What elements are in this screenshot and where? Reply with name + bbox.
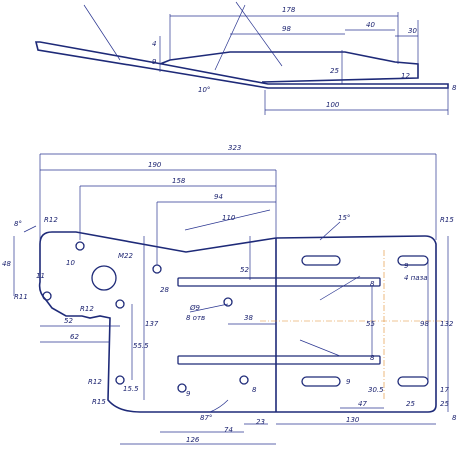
dim-side-25: 25 bbox=[330, 67, 339, 75]
dim-plan-15deg: 15° bbox=[338, 214, 350, 222]
dim-plan-r11: R11 bbox=[14, 293, 28, 301]
dim-side-8: 8 bbox=[452, 84, 457, 92]
dim-plan-25-right: 25 bbox=[440, 400, 449, 408]
dim-side-10deg: 10° bbox=[198, 86, 210, 94]
dim-side-40: 40 bbox=[366, 21, 375, 29]
dim-plan-55-5: 55.5 bbox=[133, 342, 149, 350]
dim-side-12: 12 bbox=[401, 72, 410, 80]
dim-plan-9-right: 9 bbox=[404, 262, 409, 270]
dim-plan-87deg: 87° bbox=[200, 414, 212, 422]
hole-m22 bbox=[91, 265, 117, 291]
side-view: 178 98 40 30 4 9 25 12 8 10° 100 bbox=[34, 1, 457, 115]
dim-plan-132: 132 bbox=[440, 320, 454, 328]
hole-6 bbox=[115, 375, 125, 385]
side-view-outline bbox=[34, 41, 449, 89]
plan-view: 323 190 158 94 110 15° 8° 48 R12 R11 10 … bbox=[2, 144, 457, 445]
dim-plan-23: 23 bbox=[256, 418, 265, 426]
dim-plan-190: 190 bbox=[148, 161, 162, 169]
dim-plan-9-mid: 9 bbox=[186, 390, 191, 398]
dim-plan-m22: M22 bbox=[118, 252, 133, 260]
long-slot-upper bbox=[177, 277, 381, 287]
dim-plan-8deg: 8° bbox=[14, 220, 22, 228]
hole-8 bbox=[239, 375, 249, 385]
dim-plan-126: 126 bbox=[186, 436, 200, 444]
dim-plan-74: 74 bbox=[224, 426, 233, 434]
dim-plan-98: 98 bbox=[420, 320, 429, 328]
small-slot-4 bbox=[397, 376, 429, 387]
dim-plan-62: 62 bbox=[70, 333, 79, 341]
dim-plan-25-mid: 25 bbox=[406, 400, 415, 408]
hole-4 bbox=[115, 299, 125, 309]
small-slot-2 bbox=[397, 255, 429, 266]
plan-view-outline bbox=[38, 231, 437, 413]
dim-plan-8-bottom: 8 bbox=[452, 414, 457, 422]
dim-plan-17: 17 bbox=[440, 386, 449, 394]
hole-3 bbox=[42, 291, 52, 301]
dim-side-30: 30 bbox=[408, 27, 417, 35]
dim-plan-9-right-low: 9 bbox=[346, 378, 351, 386]
dim-plan-11: 11 bbox=[36, 272, 45, 280]
dim-plan-137: 137 bbox=[145, 320, 159, 328]
hole-7 bbox=[177, 383, 187, 393]
dim-plan-8-right-low: 8 bbox=[370, 354, 375, 362]
dim-plan-30-5: 30.5 bbox=[368, 386, 384, 394]
dim-plan-52-mid: 52 bbox=[240, 266, 249, 274]
dim-plan-r15-right: R15 bbox=[440, 216, 454, 224]
long-slot-lower bbox=[177, 355, 381, 365]
dim-side-98: 98 bbox=[282, 25, 291, 33]
dim-plan-52-left: 52 bbox=[64, 317, 73, 325]
dim-plan-d9: Ø9 bbox=[189, 304, 201, 312]
dim-plan-28: 28 bbox=[160, 286, 169, 294]
dim-plan-110: 110 bbox=[222, 214, 236, 222]
dim-plan-38: 38 bbox=[244, 314, 253, 322]
hole-5 bbox=[223, 297, 233, 307]
dim-plan-4-slots: 4 пазa bbox=[404, 274, 428, 282]
dim-plan-8-right-top: 8 bbox=[370, 280, 375, 288]
small-slot-1 bbox=[301, 255, 341, 266]
dim-side-9: 9 bbox=[152, 58, 157, 66]
side-view-upper-profile bbox=[159, 51, 419, 83]
dim-plan-323: 323 bbox=[228, 144, 241, 152]
dim-plan-r12-low: R12 bbox=[88, 378, 102, 386]
dim-plan-r12-mid: R12 bbox=[80, 305, 94, 313]
dim-plan-10: 10 bbox=[66, 259, 75, 267]
dim-side-178: 178 bbox=[282, 6, 296, 14]
small-slot-3 bbox=[301, 376, 341, 387]
dim-plan-r12-top: R12 bbox=[44, 216, 58, 224]
dim-plan-15-5: 15.5 bbox=[123, 385, 139, 393]
dim-plan-48: 48 bbox=[2, 260, 11, 268]
hole-1 bbox=[75, 241, 85, 251]
dim-plan-158: 158 bbox=[172, 177, 186, 185]
dim-plan-55: 55 bbox=[366, 320, 375, 328]
dim-plan-94: 94 bbox=[214, 193, 223, 201]
dim-side-100: 100 bbox=[326, 101, 340, 109]
dim-plan-47: 47 bbox=[358, 400, 367, 408]
dim-plan-8-holes: 8 отв bbox=[186, 314, 205, 322]
hole-2 bbox=[152, 264, 162, 274]
dim-plan-8-mid: 8 bbox=[252, 386, 257, 394]
dim-side-4: 4 bbox=[152, 40, 156, 48]
dim-plan-r15-left: R15 bbox=[92, 398, 106, 406]
dim-plan-130: 130 bbox=[346, 416, 360, 424]
